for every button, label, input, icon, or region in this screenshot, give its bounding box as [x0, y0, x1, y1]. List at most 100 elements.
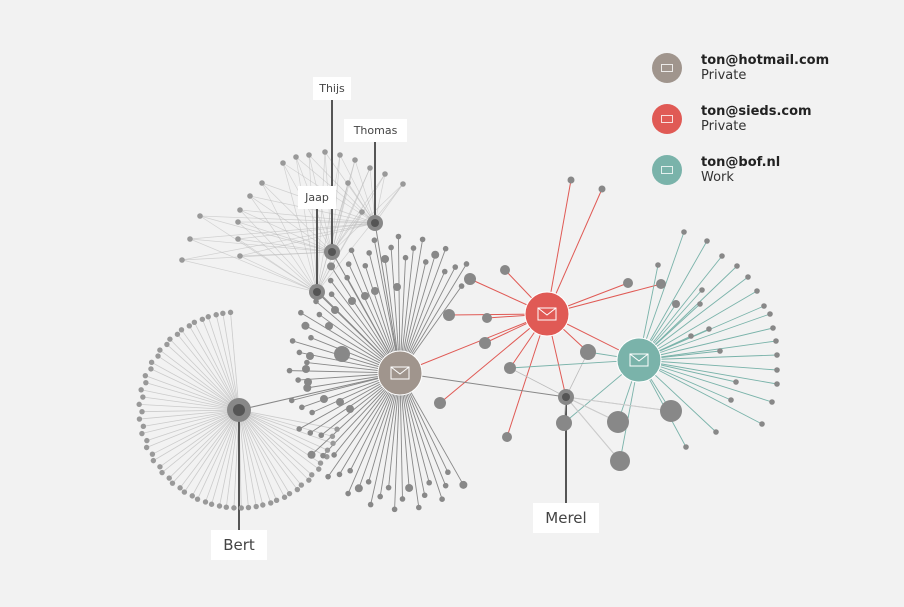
- label-bert[interactable]: Bert: [211, 530, 267, 560]
- contact-node[interactable]: [177, 485, 183, 491]
- contact-node[interactable]: [391, 506, 398, 513]
- contact-node[interactable]: [713, 429, 719, 435]
- contact-node[interactable]: [439, 496, 445, 503]
- contact-node[interactable]: [191, 319, 198, 325]
- contact-node[interactable]: [320, 452, 326, 459]
- contact-node[interactable]: [774, 352, 780, 358]
- contact-node[interactable]: [463, 261, 470, 267]
- contact-node[interactable]: [205, 314, 211, 320]
- contact-node[interactable]: [361, 292, 369, 300]
- contact-node[interactable]: [334, 346, 350, 362]
- contact-node[interactable]: [452, 264, 459, 270]
- contact-node[interactable]: [697, 301, 703, 307]
- contact-node[interactable]: [421, 492, 428, 499]
- contact-node[interactable]: [567, 176, 575, 184]
- contact-node[interactable]: [309, 409, 315, 416]
- hub-sieds[interactable]: [524, 291, 570, 337]
- contact-node[interactable]: [464, 273, 476, 285]
- contact-node[interactable]: [302, 365, 310, 373]
- contact-node[interactable]: [273, 497, 280, 504]
- contact-node[interactable]: [178, 327, 185, 333]
- contact-node[interactable]: [313, 298, 319, 305]
- contact-node[interactable]: [289, 338, 296, 344]
- contact-node[interactable]: [143, 444, 150, 451]
- label-thijs[interactable]: Thijs: [313, 77, 351, 100]
- contact-node[interactable]: [773, 338, 779, 344]
- contact-node[interactable]: [140, 394, 146, 400]
- contact-node[interactable]: [301, 321, 310, 330]
- contact-node[interactable]: [580, 344, 596, 360]
- contact-node[interactable]: [318, 432, 325, 439]
- contact-node[interactable]: [717, 348, 723, 354]
- contact-node[interactable]: [688, 333, 694, 339]
- contact-node[interactable]: [245, 504, 252, 511]
- contact-node[interactable]: [216, 503, 223, 509]
- contact-node[interactable]: [286, 490, 293, 497]
- contact-node[interactable]: [345, 490, 351, 497]
- contact-node[interactable]: [770, 325, 776, 331]
- hub-hotmail[interactable]: [377, 350, 423, 396]
- contact-node[interactable]: [307, 430, 314, 436]
- contact-node[interactable]: [385, 484, 392, 491]
- contact-node[interactable]: [316, 466, 322, 472]
- contact-node[interactable]: [443, 309, 455, 321]
- contact-node[interactable]: [330, 440, 336, 447]
- contact-node[interactable]: [728, 397, 734, 403]
- contact-node[interactable]: [672, 300, 680, 308]
- contact-node[interactable]: [197, 213, 203, 219]
- contact-node[interactable]: [346, 405, 354, 413]
- label-thomas[interactable]: Thomas: [344, 119, 407, 142]
- contact-node[interactable]: [336, 471, 343, 478]
- contact-node[interactable]: [237, 253, 243, 259]
- contact-node[interactable]: [328, 291, 335, 298]
- contact-node[interactable]: [607, 411, 629, 433]
- contact-node[interactable]: [704, 238, 710, 244]
- contact-node[interactable]: [445, 469, 451, 476]
- contact-node[interactable]: [504, 362, 516, 374]
- contact-node[interactable]: [348, 247, 355, 254]
- contact-node[interactable]: [352, 157, 358, 163]
- contact-node[interactable]: [327, 262, 336, 271]
- contact-node[interactable]: [458, 283, 465, 289]
- contact-node[interactable]: [422, 259, 429, 265]
- contact-node[interactable]: [347, 467, 353, 474]
- contact-node[interactable]: [186, 323, 193, 329]
- contact-node[interactable]: [139, 409, 145, 415]
- contact-node[interactable]: [733, 379, 739, 385]
- contact-node[interactable]: [337, 152, 343, 158]
- contact-node[interactable]: [150, 457, 157, 464]
- contact-node[interactable]: [136, 416, 143, 422]
- contact-node[interactable]: [623, 278, 633, 288]
- contact-node[interactable]: [400, 181, 406, 187]
- contact-node[interactable]: [359, 209, 365, 215]
- contact-node[interactable]: [189, 493, 195, 499]
- contact-node[interactable]: [213, 312, 219, 318]
- contact-node[interactable]: [734, 263, 740, 269]
- contact-node[interactable]: [434, 397, 446, 409]
- contact-node[interactable]: [345, 180, 351, 186]
- contact-node[interactable]: [299, 404, 305, 411]
- contact-node[interactable]: [208, 501, 215, 507]
- contact-node[interactable]: [304, 359, 310, 366]
- contact-node[interactable]: [144, 437, 150, 444]
- contact-node[interactable]: [759, 421, 765, 427]
- contact-node[interactable]: [316, 311, 323, 318]
- contact-node[interactable]: [348, 297, 356, 305]
- contact-node[interactable]: [306, 152, 312, 158]
- contact-node[interactable]: [322, 149, 328, 155]
- contact-node[interactable]: [388, 244, 394, 251]
- contact-node[interactable]: [441, 268, 448, 275]
- contact-node[interactable]: [306, 477, 312, 483]
- contact-node[interactable]: [402, 254, 409, 261]
- contact-node[interactable]: [706, 326, 712, 332]
- contact-node[interactable]: [181, 489, 188, 495]
- contact-node[interactable]: [761, 303, 767, 309]
- contact-node[interactable]: [259, 180, 265, 186]
- contact-node[interactable]: [344, 274, 350, 281]
- contact-node[interactable]: [325, 322, 333, 330]
- contact-node[interactable]: [598, 185, 606, 193]
- contact-node[interactable]: [227, 309, 234, 316]
- contact-node[interactable]: [293, 154, 299, 160]
- contact-node[interactable]: [442, 245, 449, 252]
